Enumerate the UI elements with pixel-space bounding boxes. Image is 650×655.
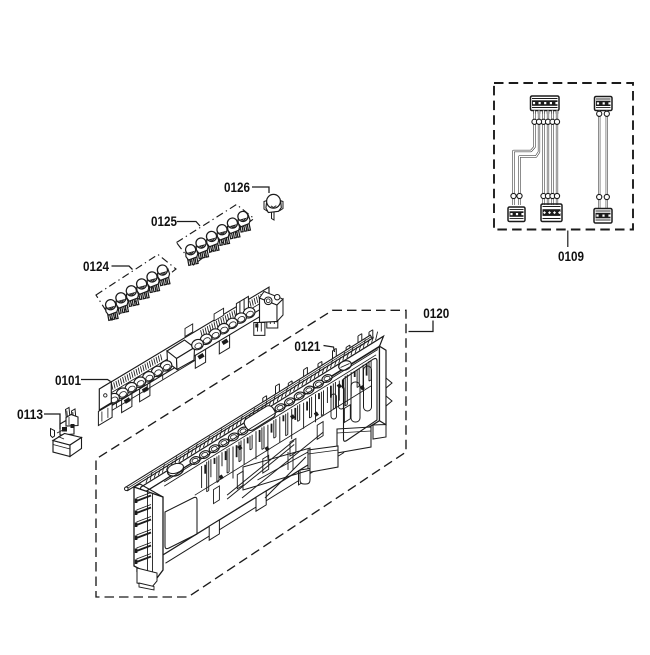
svg-text:0125: 0125 xyxy=(151,214,177,229)
svg-text:0121: 0121 xyxy=(294,339,320,354)
svg-text:0126: 0126 xyxy=(224,180,250,195)
svg-text:0113: 0113 xyxy=(17,407,43,422)
svg-text:0109: 0109 xyxy=(558,249,584,264)
svg-text:0101: 0101 xyxy=(55,373,81,388)
svg-text:0124: 0124 xyxy=(83,259,109,274)
svg-text:0120: 0120 xyxy=(423,306,449,321)
